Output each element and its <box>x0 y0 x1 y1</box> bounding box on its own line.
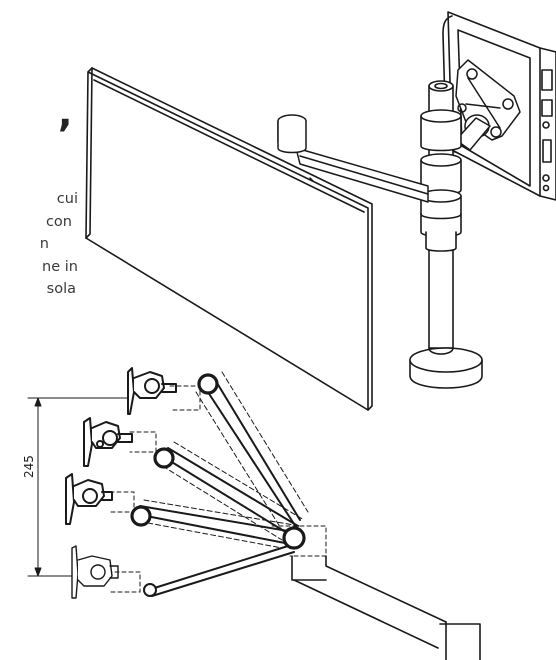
arm-link-lines <box>135 377 301 597</box>
pivot-joints <box>130 373 306 597</box>
lower-arm <box>291 555 481 660</box>
text-line: n <box>39 236 49 253</box>
text-line: con <box>45 213 72 230</box>
front-monitor <box>85 67 373 411</box>
desk-base <box>409 347 483 389</box>
arm-link-hidden-lines <box>131 371 309 549</box>
body-text-fragment: cui con n ne in sola <box>0 188 80 301</box>
text-line: ne in <box>42 258 78 275</box>
dimension-label: 245 <box>22 455 36 478</box>
head-offset-guides <box>107 385 327 593</box>
dimension-line <box>27 397 131 577</box>
text-line: sola <box>46 281 76 298</box>
monitor-head-4 <box>71 545 119 599</box>
monitor-head-2 <box>83 417 133 467</box>
tilt-hub <box>455 114 491 151</box>
text-line: cui <box>56 191 78 207</box>
arm <box>277 114 429 203</box>
monitor-head-3 <box>65 473 113 525</box>
heading-fragment: , <box>58 91 73 135</box>
pole <box>420 80 462 349</box>
monitor-head-1 <box>127 367 177 415</box>
